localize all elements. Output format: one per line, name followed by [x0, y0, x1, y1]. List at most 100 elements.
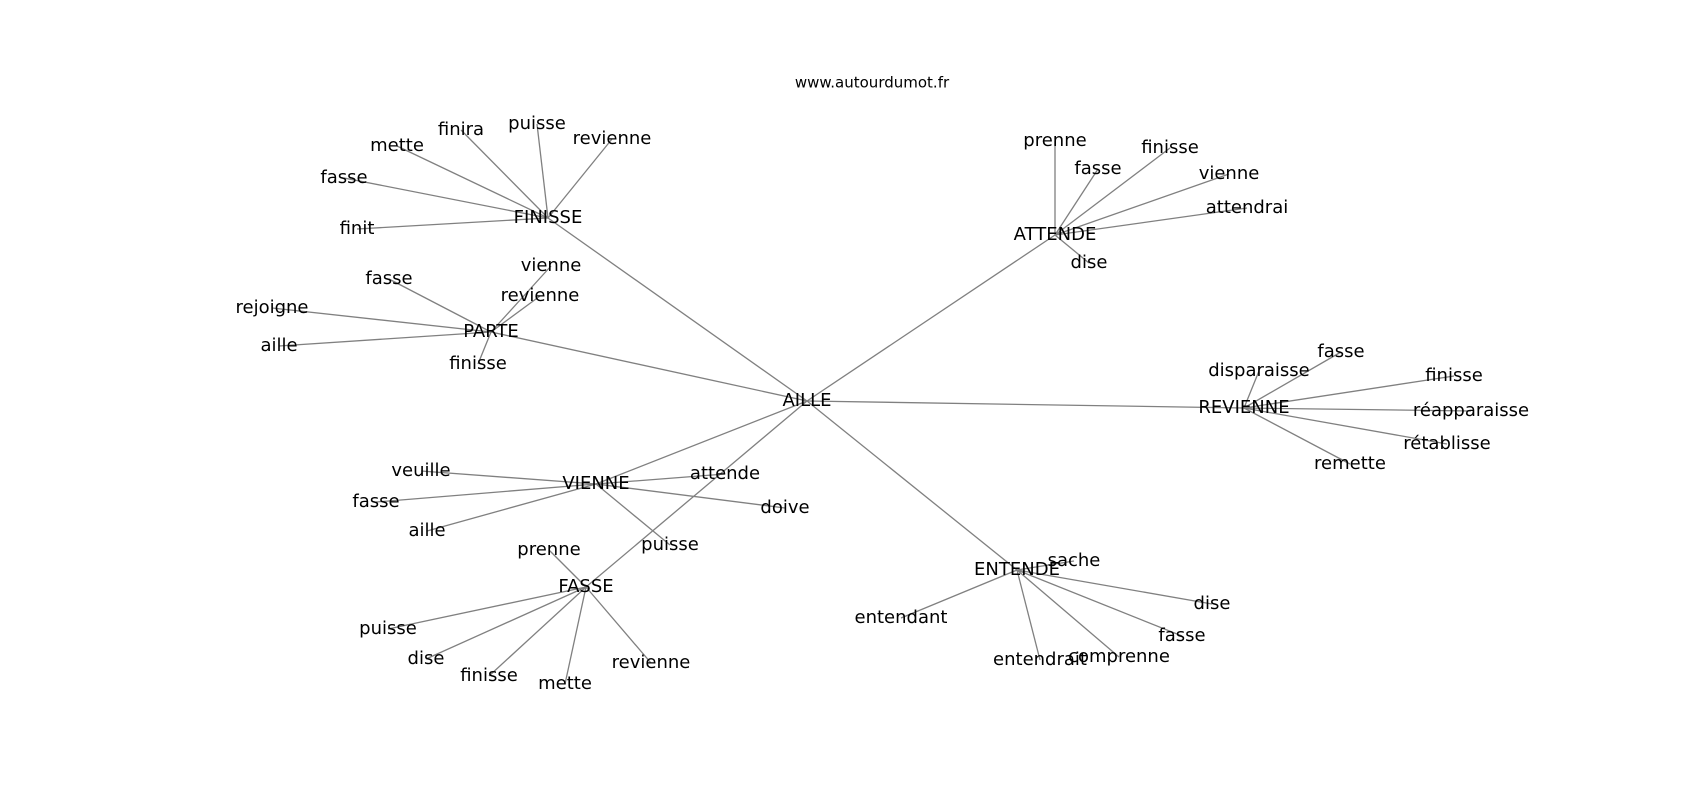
leaf-node-label: disparaisse — [1208, 360, 1310, 381]
edge-revienne-leaf — [1243, 375, 1455, 409]
leaf-node-label: entendant — [855, 607, 948, 628]
edge-entende-leaf — [1016, 569, 1183, 637]
edge-entende-leaf — [1016, 569, 1213, 605]
edge-revienne-leaf — [1243, 351, 1342, 409]
leaf-node-label: revienne — [573, 128, 652, 149]
leaf-node-label: finisse — [1141, 137, 1199, 158]
edge-vienne-leaf — [426, 483, 597, 532]
edge-parte-leaf — [477, 331, 492, 365]
hub-node-label: VIENNE — [562, 473, 629, 494]
edge-center-parte — [490, 331, 808, 402]
edge-attende-leaf — [1054, 173, 1230, 236]
edge-vienne-leaf — [595, 473, 726, 485]
edge-entende-leaf — [1016, 569, 1120, 658]
leaf-node-label: revienne — [612, 652, 691, 673]
leaf-node-label: aille — [260, 335, 297, 356]
leaf-node-label: réapparaisse — [1413, 400, 1529, 421]
edge-revienne-leaf — [1243, 407, 1448, 445]
site-url-title: www.autourdumot.fr — [795, 74, 950, 92]
edge-fasse-leaf — [548, 549, 587, 588]
hub-node-label: ENTENDE — [974, 559, 1060, 580]
leaf-node-label: vienne — [521, 255, 582, 276]
leaf-node-label: attende — [690, 463, 760, 484]
edge-attende-leaf — [1054, 168, 1099, 236]
leaf-node-label: aille — [408, 520, 445, 541]
edge-finisse-leaf — [547, 138, 613, 219]
leaf-node-label: prenne — [517, 539, 580, 560]
edge-vienne-leaf — [595, 483, 671, 546]
leaf-node-label: dise — [1194, 593, 1231, 614]
edge-revienne-leaf — [1243, 370, 1260, 409]
leaf-node-label: puisse — [359, 618, 417, 639]
leaf-node-label: prenne — [1023, 130, 1086, 151]
edge-finisse-leaf — [396, 145, 549, 219]
edge-center-revienne — [806, 400, 1245, 409]
edge-vienne-leaf — [375, 483, 597, 503]
edge-finisse-leaf — [356, 217, 549, 230]
edge-entende-leaf — [1016, 569, 1041, 661]
leaf-node-label: dise — [1071, 252, 1108, 273]
leaf-node-label: fasse — [1317, 341, 1364, 362]
leaf-node-label: sache — [1048, 550, 1101, 571]
leaf-node-label: comprenne — [1068, 646, 1170, 667]
leaf-node-label: revienne — [501, 285, 580, 306]
leaf-node-label: fasse — [352, 491, 399, 512]
edge-vienne-leaf — [595, 483, 786, 509]
leaf-node-label: finit — [340, 218, 375, 239]
leaf-node-label: puisse — [508, 113, 566, 134]
edge-vienne-leaf — [420, 470, 597, 485]
edge-fasse-leaf — [387, 586, 587, 630]
edge-fasse-leaf — [425, 586, 587, 660]
leaf-node-label: puisse — [641, 534, 699, 555]
edge-parte-leaf — [490, 295, 541, 333]
edge-finisse-leaf — [343, 177, 549, 219]
edge-fasse-leaf — [488, 586, 587, 677]
edge-entende-leaf — [1016, 560, 1075, 571]
edge-parte-leaf — [490, 265, 552, 333]
edge-fasse-leaf — [564, 586, 587, 685]
edge-parte-leaf — [278, 331, 492, 347]
edge-parte-leaf — [388, 278, 492, 333]
edge-parte-leaf — [271, 307, 492, 333]
leaf-node-label: fasse — [1158, 625, 1205, 646]
center-node-label: AILLE — [782, 390, 831, 411]
edge-finisse-leaf — [536, 123, 549, 219]
edge-entende-leaf — [900, 569, 1018, 619]
graph-edges — [271, 123, 1472, 685]
leaf-node-label: vienne — [1199, 163, 1260, 184]
leaf-node-label: rétablisse — [1403, 433, 1490, 454]
leaf-node-label: finisse — [460, 665, 518, 686]
edge-revienne-leaf — [1243, 407, 1351, 465]
hub-node-label: FINISSE — [514, 207, 583, 228]
edge-fasse-leaf — [585, 586, 652, 664]
edge-center-entende — [806, 400, 1018, 571]
leaf-node-label: fasse — [365, 268, 412, 289]
leaf-node-label: fasse — [320, 167, 367, 188]
leaf-node-label: finisse — [449, 353, 507, 374]
hub-node-label: REVIENNE — [1198, 397, 1289, 418]
edge-center-attende — [806, 234, 1056, 402]
leaf-node-label: attendrai — [1206, 197, 1289, 218]
leaf-node-label: remette — [1314, 453, 1386, 474]
leaf-node-label: fasse — [1074, 158, 1121, 179]
leaf-node-label: mette — [370, 135, 424, 156]
leaf-node-label: finisse — [1425, 365, 1483, 386]
leaf-node-label: entendrait — [993, 649, 1087, 670]
edge-center-vienne — [595, 400, 808, 485]
hub-node-label: ATTENDE — [1014, 224, 1097, 245]
edge-finisse-leaf — [460, 129, 549, 219]
edge-attende-leaf — [1054, 207, 1248, 236]
hub-node-label: PARTE — [463, 321, 519, 342]
leaf-node-label: dise — [408, 648, 445, 669]
edge-attende-leaf — [1054, 147, 1171, 236]
edge-center-finisse — [547, 217, 808, 402]
leaf-node-label: doive — [760, 497, 809, 518]
hub-node-label: FASSE — [558, 576, 613, 597]
leaf-node-label: rejoigne — [235, 297, 308, 318]
leaf-node-label: veuille — [391, 460, 450, 481]
edge-revienne-leaf — [1243, 407, 1472, 412]
leaf-node-label: finira — [438, 119, 484, 140]
edge-center-fasse — [585, 400, 808, 588]
